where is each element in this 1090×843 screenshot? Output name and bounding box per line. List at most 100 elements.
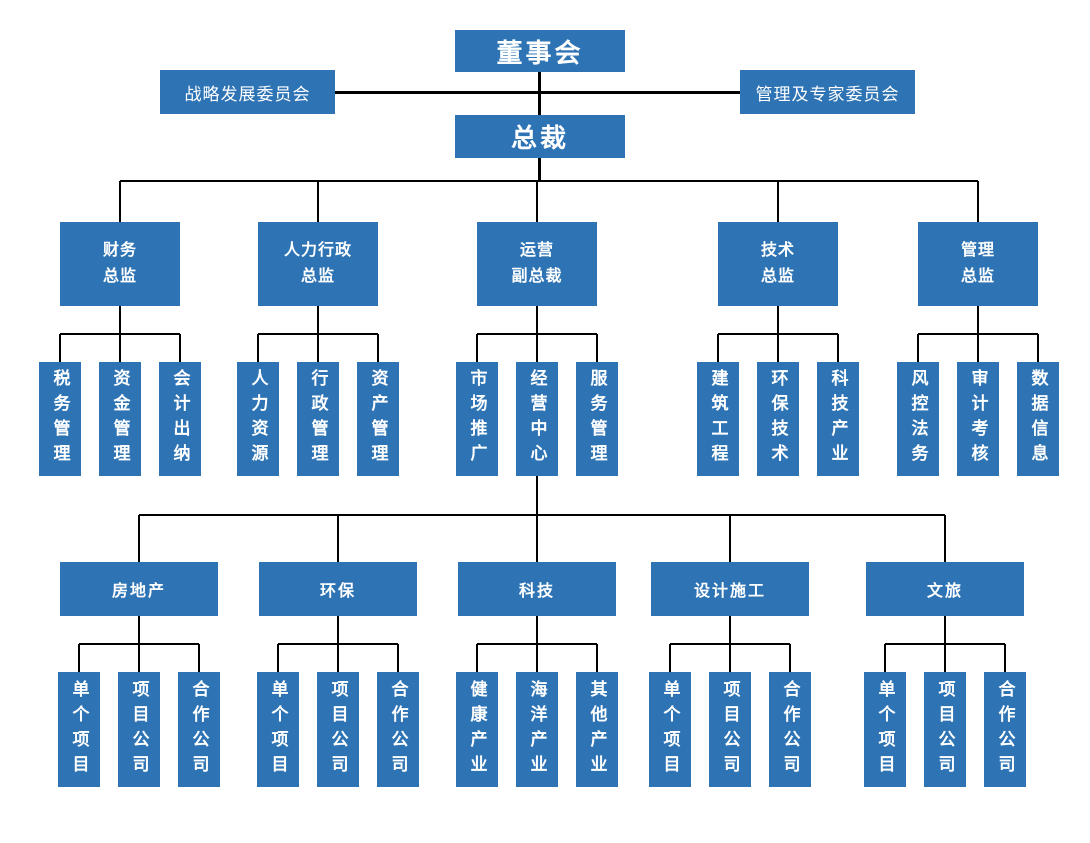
connector-line xyxy=(317,181,319,222)
node-accounting-cashier: 会计出纳 xyxy=(159,362,201,476)
connector-line xyxy=(944,644,946,672)
connector-line xyxy=(120,180,978,182)
node-president: 总裁 xyxy=(455,115,625,158)
node-admin-management: 行政管理 xyxy=(297,362,339,476)
connector-line xyxy=(119,306,121,334)
connector-line xyxy=(977,334,979,362)
connector-line xyxy=(476,644,478,672)
node-risk-legal: 风控法务 xyxy=(897,362,939,476)
connector-line xyxy=(777,334,779,362)
connector-line xyxy=(917,334,919,362)
connector-line xyxy=(317,334,319,362)
node-design-construction-partner-company: 合作公司 xyxy=(769,672,811,787)
connector-line xyxy=(138,616,140,644)
connector-line xyxy=(397,644,399,672)
connector-line xyxy=(337,515,339,562)
node-design-construction-project-company: 项目公司 xyxy=(709,672,751,787)
node-audit-assessment: 审计考核 xyxy=(957,362,999,476)
node-asset-management: 资产管理 xyxy=(357,362,399,476)
node-culture-tourism-project-company: 项目公司 xyxy=(924,672,966,787)
connector-line xyxy=(596,644,598,672)
connector-line xyxy=(789,644,791,672)
connector-line xyxy=(138,515,140,562)
connector-line xyxy=(139,514,945,516)
node-technology-industry: 科技产业 xyxy=(817,362,859,476)
node-fund-management: 资金管理 xyxy=(99,362,141,476)
node-tax-management: 税务管理 xyxy=(39,362,81,476)
connector-line xyxy=(78,644,80,672)
node-tech-director: 技术 总监 xyxy=(718,222,838,306)
node-design-construction-single-project: 单个项目 xyxy=(649,672,691,787)
node-design-construction: 设计施工 xyxy=(651,562,809,616)
connector-line xyxy=(335,90,740,94)
node-technology-health-industry: 健康产业 xyxy=(456,672,498,787)
connector-line xyxy=(59,334,61,362)
connector-line xyxy=(538,72,541,115)
node-real-estate: 房地产 xyxy=(60,562,218,616)
connector-line xyxy=(257,334,259,362)
node-technology: 科技 xyxy=(458,562,616,616)
connector-line xyxy=(119,181,121,222)
node-data-information: 数据信息 xyxy=(1017,362,1059,476)
connector-line xyxy=(837,334,839,362)
connector-line xyxy=(669,644,671,672)
node-management-director: 管理 总监 xyxy=(918,222,1038,306)
node-service-management: 服务管理 xyxy=(576,362,618,476)
node-culture-tourism: 文旅 xyxy=(866,562,1024,616)
connector-line xyxy=(317,306,319,334)
node-environmental-technology: 环保技术 xyxy=(757,362,799,476)
node-finance-director: 财务 总监 xyxy=(60,222,180,306)
connector-line xyxy=(536,515,538,562)
connector-line xyxy=(377,334,379,362)
node-environmental: 环保 xyxy=(259,562,417,616)
node-business-center: 经营中心 xyxy=(516,362,558,476)
node-board: 董事会 xyxy=(455,30,625,72)
node-human-resources: 人力资源 xyxy=(237,362,279,476)
connector-line xyxy=(777,306,779,334)
connector-line xyxy=(729,644,731,672)
connector-line xyxy=(536,181,538,222)
node-operations-vp: 运营 副总裁 xyxy=(477,222,597,306)
connector-line xyxy=(1037,334,1039,362)
node-real-estate-project-company: 项目公司 xyxy=(118,672,160,787)
connector-line xyxy=(1004,644,1006,672)
connector-line xyxy=(944,515,946,562)
connector-line xyxy=(476,334,478,362)
connector-line xyxy=(729,616,731,644)
connector-line xyxy=(536,334,538,362)
connector-line xyxy=(596,334,598,362)
node-real-estate-single-project: 单个项目 xyxy=(58,672,100,787)
connector-line xyxy=(536,476,538,515)
connector-line xyxy=(977,181,979,222)
node-committee-strategy: 战略发展委员会 xyxy=(160,70,335,114)
connector-line xyxy=(119,334,121,362)
node-culture-tourism-partner-company: 合作公司 xyxy=(984,672,1026,787)
node-real-estate-partner-company: 合作公司 xyxy=(178,672,220,787)
connector-line xyxy=(179,334,181,362)
connector-line xyxy=(884,644,886,672)
node-hr-admin-director: 人力行政 总监 xyxy=(258,222,378,306)
connector-line xyxy=(536,644,538,672)
node-construction-engineering: 建筑工程 xyxy=(697,362,739,476)
node-culture-tourism-single-project: 单个项目 xyxy=(864,672,906,787)
node-environmental-project-company: 项目公司 xyxy=(317,672,359,787)
connector-line xyxy=(536,616,538,644)
node-environmental-single-project: 单个项目 xyxy=(257,672,299,787)
node-environmental-partner-company: 合作公司 xyxy=(377,672,419,787)
connector-line xyxy=(977,306,979,334)
connector-line xyxy=(198,644,200,672)
connector-line xyxy=(944,616,946,644)
connector-line xyxy=(717,334,719,362)
connector-line xyxy=(538,158,541,181)
node-technology-marine-industry: 海洋产业 xyxy=(516,672,558,787)
connector-line xyxy=(729,515,731,562)
connector-line xyxy=(277,644,279,672)
node-technology-other-industries: 其他产业 xyxy=(576,672,618,787)
connector-line xyxy=(138,644,140,672)
node-committee-expert: 管理及专家委员会 xyxy=(740,70,915,114)
connector-line xyxy=(337,616,339,644)
node-marketing: 市场推广 xyxy=(456,362,498,476)
connector-line xyxy=(337,644,339,672)
connector-line xyxy=(536,306,538,334)
